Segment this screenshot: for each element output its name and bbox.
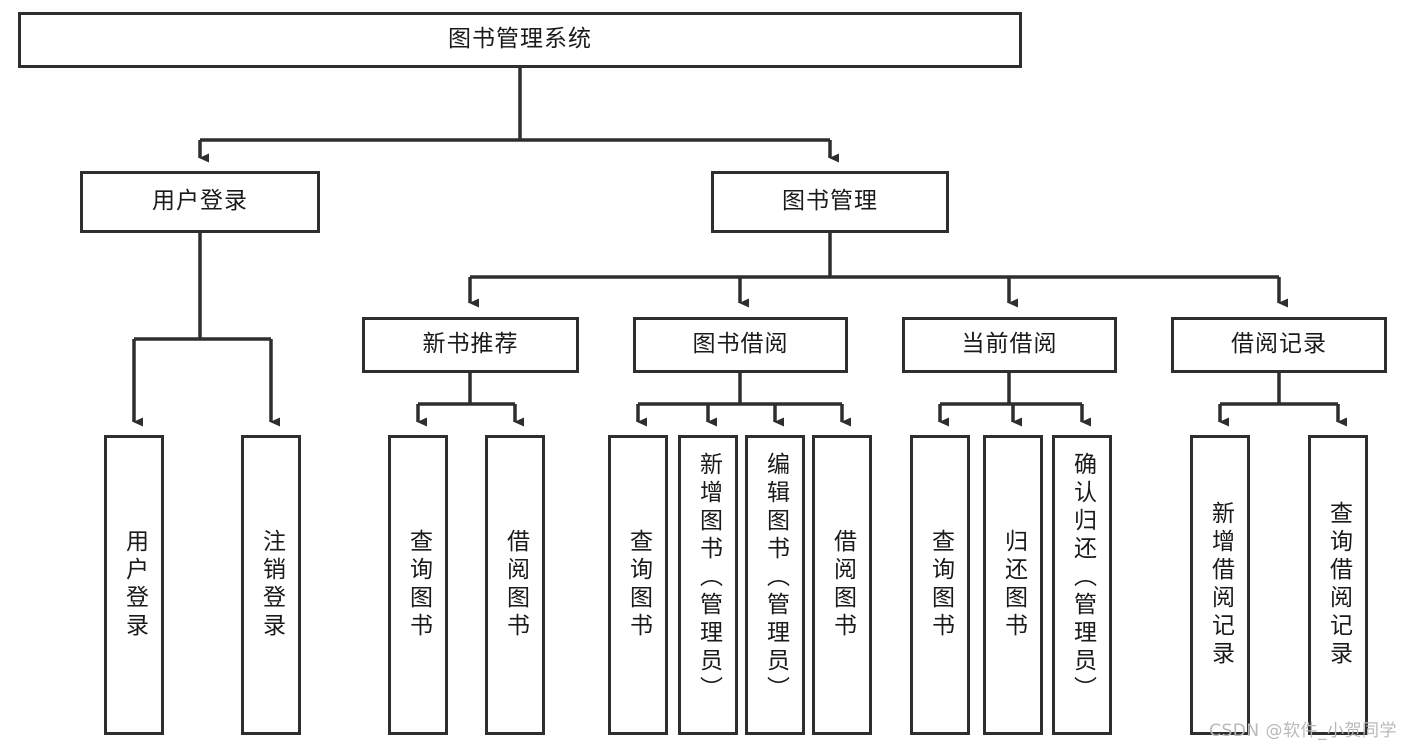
node-leaf-edit-book[interactable]: 编辑图书（管理员） [745,435,805,735]
node-leaf-add-book-label: 新增图书（管理员） [695,452,722,704]
node-user-login-label: 用户登录 [152,188,248,215]
node-current-borrow[interactable]: 当前借阅 [902,317,1117,373]
node-leaf-borrow-book-rec[interactable]: 借阅图书 [485,435,545,735]
node-book-borrow[interactable]: 图书借阅 [633,317,848,373]
node-current-borrow-label: 当前借阅 [961,331,1058,358]
node-book-manage[interactable]: 图书管理 [711,171,949,233]
node-book-borrow-label: 图书借阅 [692,331,789,358]
node-leaf-query-book-borrow-label: 查询图书 [625,529,652,641]
node-leaf-edit-book-label: 编辑图书（管理员） [762,452,789,704]
node-leaf-query-book-cur[interactable]: 查询图书 [910,435,970,735]
node-leaf-query-book-rec-label: 查询图书 [405,529,432,641]
node-book-manage-label: 图书管理 [782,188,878,215]
node-leaf-user-login[interactable]: 用户登录 [104,435,164,735]
node-root-label: 图书管理系统 [448,26,592,53]
node-leaf-query-book-cur-label: 查询图书 [927,529,954,641]
node-leaf-add-book[interactable]: 新增图书（管理员） [678,435,738,735]
node-user-login[interactable]: 用户登录 [80,171,320,233]
node-borrow-records[interactable]: 借阅记录 [1171,317,1387,373]
node-leaf-query-book-borrow[interactable]: 查询图书 [608,435,668,735]
node-leaf-query-book-rec[interactable]: 查询图书 [388,435,448,735]
node-leaf-user-logout[interactable]: 注销登录 [241,435,301,735]
node-borrow-records-label: 借阅记录 [1231,331,1327,358]
node-leaf-add-record-label: 新增借阅记录 [1207,501,1234,669]
node-new-book-recommend[interactable]: 新书推荐 [362,317,579,373]
node-leaf-return-book-label: 归还图书 [1000,529,1027,641]
node-leaf-borrow-book-rec-label: 借阅图书 [502,529,529,641]
node-leaf-user-logout-label: 注销登录 [258,529,285,641]
node-leaf-query-record[interactable]: 查询借阅记录 [1308,435,1368,735]
node-leaf-borrow-book-label: 借阅图书 [829,529,856,641]
node-leaf-user-login-label: 用户登录 [121,529,148,641]
node-leaf-confirm-return[interactable]: 确认归还（管理员） [1052,435,1112,735]
node-new-book-recommend-label: 新书推荐 [422,331,519,358]
node-leaf-borrow-book[interactable]: 借阅图书 [812,435,872,735]
node-leaf-confirm-return-label: 确认归还（管理员） [1069,452,1096,704]
node-leaf-return-book[interactable]: 归还图书 [983,435,1043,735]
node-leaf-add-record[interactable]: 新增借阅记录 [1190,435,1250,735]
node-root[interactable]: 图书管理系统 [18,12,1022,68]
node-leaf-query-record-label: 查询借阅记录 [1325,501,1352,669]
